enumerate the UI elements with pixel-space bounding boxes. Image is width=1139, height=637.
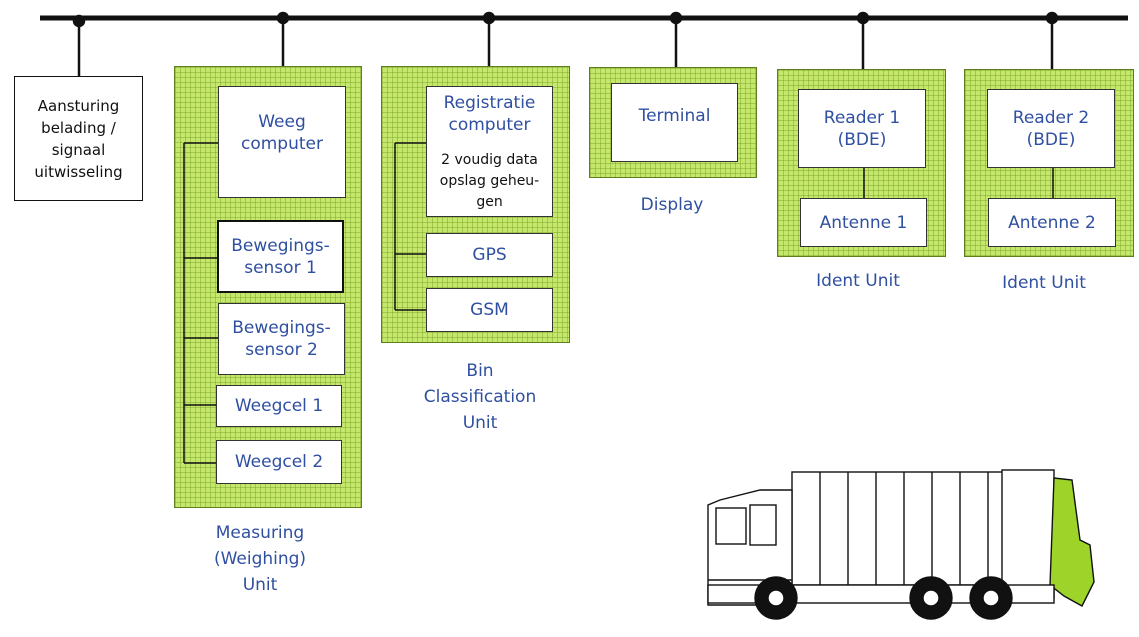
reader-1-box: Reader 1 (BDE) [798,89,926,168]
weeg-computer-box: Weeg computer [218,86,346,198]
gps-box: GPS [426,233,553,277]
terminal-box: Terminal [611,83,738,162]
bewegingssensor-1-box: Bewegings- sensor 1 [217,220,344,293]
ident-unit-2-label: Ident Unit [1002,273,1086,293]
measuring-unit-label: Measuring (Weighing) Unit [213,523,307,595]
weegcel-1-box: Weegcel 1 [216,385,342,427]
display-label: Display [640,195,704,215]
antenne-2-box: Antenne 2 [988,198,1116,247]
antenne-1-box: Antenne 1 [800,198,927,247]
reader-2-box: Reader 2 (BDE) [987,89,1115,168]
data-opslag-box: 2 voudig data opslag geheu- gen [427,147,552,215]
bin-classification-unit-label: Bin Classification Unit [423,361,537,433]
bewegingssensor-2-box: Bewegings- sensor 2 [218,303,345,375]
aansturing-box: Aansturing belading / signaal uitwisseli… [14,76,143,201]
ident-unit-1-label: Ident Unit [816,271,900,291]
weegcel-2-box: Weegcel 2 [216,440,342,484]
gsm-box: GSM [426,288,553,332]
